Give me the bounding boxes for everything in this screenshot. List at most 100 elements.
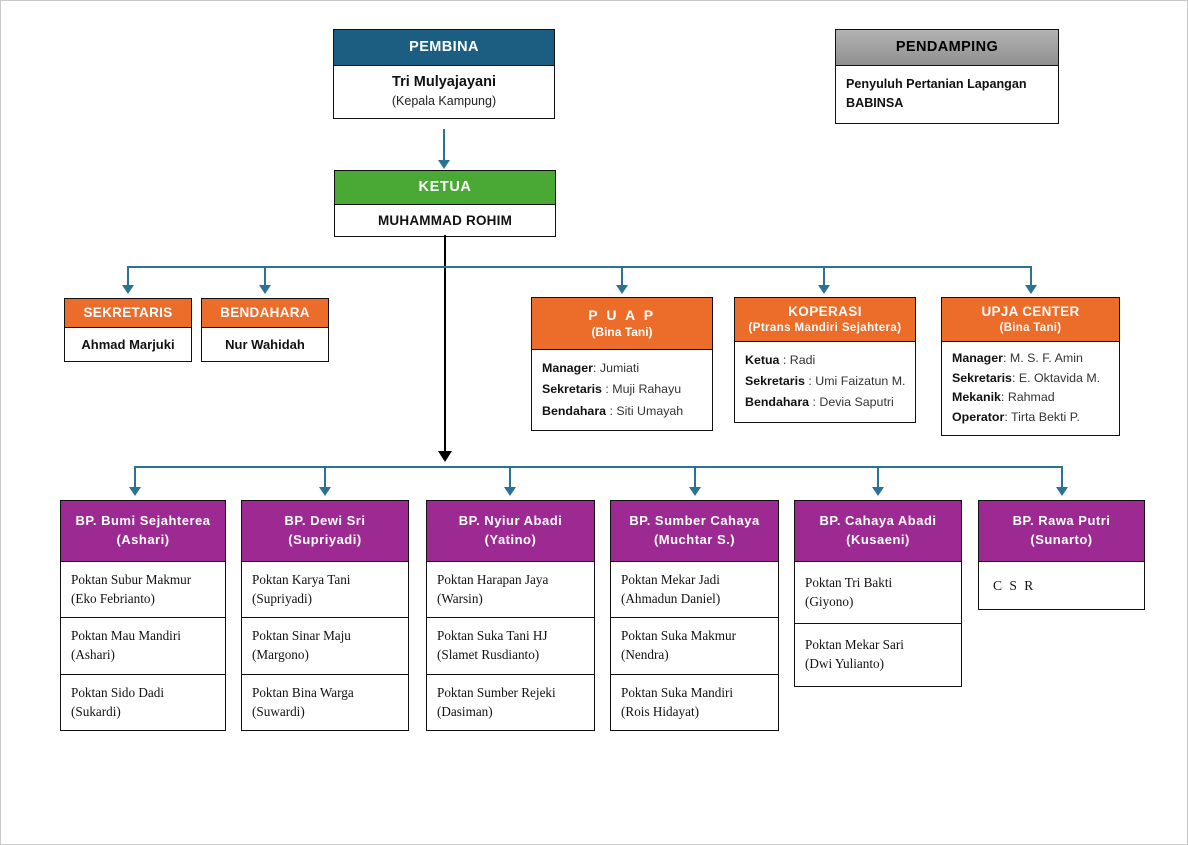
node-bendahara[interactable]: BENDAHARA Nur Wahidah: [201, 298, 329, 362]
list-item[interactable]: C S R: [978, 561, 1145, 611]
sekretaris-person-name: Ahmad Marjuki: [81, 336, 175, 352]
node-pembina-body: Tri Mulyajayani (Kepala Kampung): [333, 65, 555, 119]
koperasi-person-0: Radi: [789, 352, 816, 367]
connector-drop-group-2: [509, 466, 511, 489]
poktan-name: Poktan Sumber Rejeki: [437, 684, 556, 700]
poktan-leader: (Margono): [252, 647, 309, 663]
arrow-drop-group-1: [319, 487, 331, 496]
connector-drop-upja: [1030, 266, 1032, 287]
list-item[interactable]: Poktan Suka Makmur (Nendra): [610, 618, 779, 675]
node-bp-bumi-sejahterea[interactable]: BP. Bumi Sejahterea (Ashari) Poktan Subu…: [60, 500, 226, 732]
node-bendahara-body: Nur Wahidah: [201, 327, 329, 362]
connector-bus-units: [127, 266, 1031, 268]
koperasi-role-1: Sekretaris: [745, 374, 805, 389]
node-pendamping[interactable]: PENDAMPING Penyuluh Pertanian Lapangan B…: [835, 29, 1059, 124]
group-4-title: BP. Cahaya Abadi: [819, 513, 937, 528]
poktan-leader: (Sukardi): [71, 703, 121, 719]
node-ketua[interactable]: KETUA MUHAMMAD ROHIM: [334, 170, 556, 237]
list-item[interactable]: Poktan Sido Dadi (Sukardi): [60, 674, 226, 732]
upja-title-sub: (Bina Tani): [999, 321, 1062, 334]
node-ketua-body: MUHAMMAD ROHIM: [334, 204, 556, 237]
upja-member-row: Operator: Tirta Bekti P.: [952, 408, 1119, 428]
list-item[interactable]: Poktan Harapan Jaya (Warsin): [426, 561, 595, 619]
group-3-leader: (Muchtar S.): [653, 531, 736, 547]
node-puap[interactable]: P U A P (Bina Tani) Manager: Jumiati Sek…: [531, 297, 713, 431]
upja-role-0: Manager: [952, 350, 1003, 365]
list-item[interactable]: Poktan Mekar Jadi (Ahmadun Daniel): [610, 561, 779, 619]
node-bp-nyiur-abadi[interactable]: BP. Nyiur Abadi (Yatino) Poktan Harapan …: [426, 500, 595, 732]
connector-drop-group-0: [134, 466, 136, 489]
poktan-name: Poktan Karya Tani: [252, 571, 351, 587]
list-item[interactable]: Poktan Tri Bakti (Giyono): [794, 561, 962, 625]
group-0-leader: (Ashari): [116, 531, 170, 547]
node-puap-title: P U A P (Bina Tani): [531, 297, 713, 350]
poktan-leader: (Dwi Yulianto): [805, 656, 884, 672]
node-bendahara-title: BENDAHARA: [201, 298, 329, 328]
node-bp-rawa-putri-title: BP. Rawa Putri (Sunarto): [978, 500, 1145, 562]
puap-member-row: Manager: Jumiati: [542, 358, 712, 379]
node-bp-dewi-sri-title: BP. Dewi Sri (Supriyadi): [241, 500, 409, 562]
upja-sep-3: :: [1004, 410, 1008, 425]
arrow-drop-group-0: [129, 487, 141, 496]
node-ketua-title: KETUA: [334, 170, 556, 205]
koperasi-role-2: Bendahara: [745, 395, 810, 410]
node-bp-sumber-cahaya-title: BP. Sumber Cahaya (Muchtar S.): [610, 500, 779, 562]
arrow-drop-koperasi: [818, 285, 830, 294]
poktan-leader: (Giyono): [805, 593, 854, 609]
list-item[interactable]: Poktan Sinar Maju (Margono): [241, 618, 409, 675]
upja-title-main: UPJA CENTER: [981, 304, 1080, 319]
upja-member-row: Sekretaris: E. Oktavida M.: [952, 369, 1119, 389]
node-upja-center[interactable]: UPJA CENTER (Bina Tani) Manager: M. S. F…: [941, 297, 1120, 437]
group-1-leader: (Supriyadi): [288, 531, 362, 547]
node-sekretaris-body: Ahmad Marjuki: [64, 327, 192, 362]
koperasi-role-0: Ketua: [745, 352, 780, 367]
node-bp-dewi-sri[interactable]: BP. Dewi Sri (Supriyadi) Poktan Karya Ta…: [241, 500, 409, 732]
poktan-name: Poktan Bina Warga: [252, 684, 354, 700]
upja-sep-1: :: [1011, 370, 1016, 385]
connector-drop-sekretaris: [127, 266, 129, 287]
poktan-name: Poktan Harapan Jaya: [437, 571, 549, 587]
node-koperasi-title: KOPERASI (Ptrans Mandiri Sejahtera): [734, 297, 916, 342]
poktan-name: Poktan Suka Tani HJ: [437, 628, 548, 644]
connector-bus-groups: [134, 466, 1062, 468]
list-item[interactable]: Poktan Suka Tani HJ (Slamet Rusdianto): [426, 618, 595, 675]
upja-person-2: Rahmad: [1007, 390, 1055, 405]
node-upja-center-title: UPJA CENTER (Bina Tani): [941, 297, 1120, 342]
list-item[interactable]: Poktan Suka Mandiri (Rois Hidayat): [610, 674, 779, 732]
koperasi-title-sub: (Ptrans Mandiri Sejahtera): [748, 321, 902, 334]
list-item[interactable]: Poktan Karya Tani (Supriyadi): [241, 561, 409, 619]
group-5-title: BP. Rawa Putri: [1012, 513, 1111, 528]
puap-role-0: Manager: [542, 360, 593, 375]
node-bp-cahaya-abadi[interactable]: BP. Cahaya Abadi (Kusaeni) Poktan Tri Ba…: [794, 500, 962, 687]
node-pembina[interactable]: PEMBINA Tri Mulyajayani (Kepala Kampung): [333, 29, 555, 119]
connector-drop-group-3: [694, 466, 696, 489]
upja-person-1: E. Oktavida M.: [1018, 370, 1101, 385]
arrow-drop-puap: [616, 285, 628, 294]
list-item[interactable]: Poktan Mau Mandiri (Ashari): [60, 618, 226, 675]
node-pendamping-title: PENDAMPING: [835, 29, 1059, 66]
list-item[interactable]: Poktan Bina Warga (Suwardi): [241, 674, 409, 732]
list-item[interactable]: Poktan Mekar Sari (Dwi Yulianto): [794, 624, 962, 687]
koperasi-sep-0: :: [779, 352, 787, 367]
arrow-ketua-trunk: [438, 451, 452, 462]
puap-role-2: Bendahara: [542, 403, 607, 418]
puap-sep-1: :: [601, 382, 609, 397]
list-item[interactable]: Poktan Sumber Rejeki (Dasiman): [426, 674, 595, 732]
node-bp-sumber-cahaya[interactable]: BP. Sumber Cahaya (Muchtar S.) Poktan Me…: [610, 500, 779, 732]
node-sekretaris[interactable]: SEKRETARIS Ahmad Marjuki: [64, 298, 192, 362]
arrow-drop-group-2: [504, 487, 516, 496]
poktan-name: Poktan Mau Mandiri: [71, 628, 181, 644]
connector-drop-puap: [621, 266, 623, 287]
node-bp-rawa-putri[interactable]: BP. Rawa Putri (Sunarto) C S R: [978, 500, 1145, 611]
list-item[interactable]: Poktan Subur Makmur (Eko Febrianto): [60, 561, 226, 619]
koperasi-person-2: Devia Saputri: [819, 395, 894, 410]
node-koperasi[interactable]: KOPERASI (Ptrans Mandiri Sejahtera) Ketu…: [734, 297, 916, 423]
poktan-leader: (Ahmadun Daniel): [621, 590, 721, 606]
puap-person-0: Jumiati: [599, 360, 640, 375]
koperasi-member-row: Bendahara : Devia Saputri: [745, 392, 915, 413]
poktan-leader: (Slamet Rusdianto): [437, 647, 540, 663]
poktan-name: Poktan Subur Makmur: [71, 571, 192, 587]
koperasi-sep-2: :: [809, 395, 816, 410]
node-pembina-title: PEMBINA: [333, 29, 555, 66]
